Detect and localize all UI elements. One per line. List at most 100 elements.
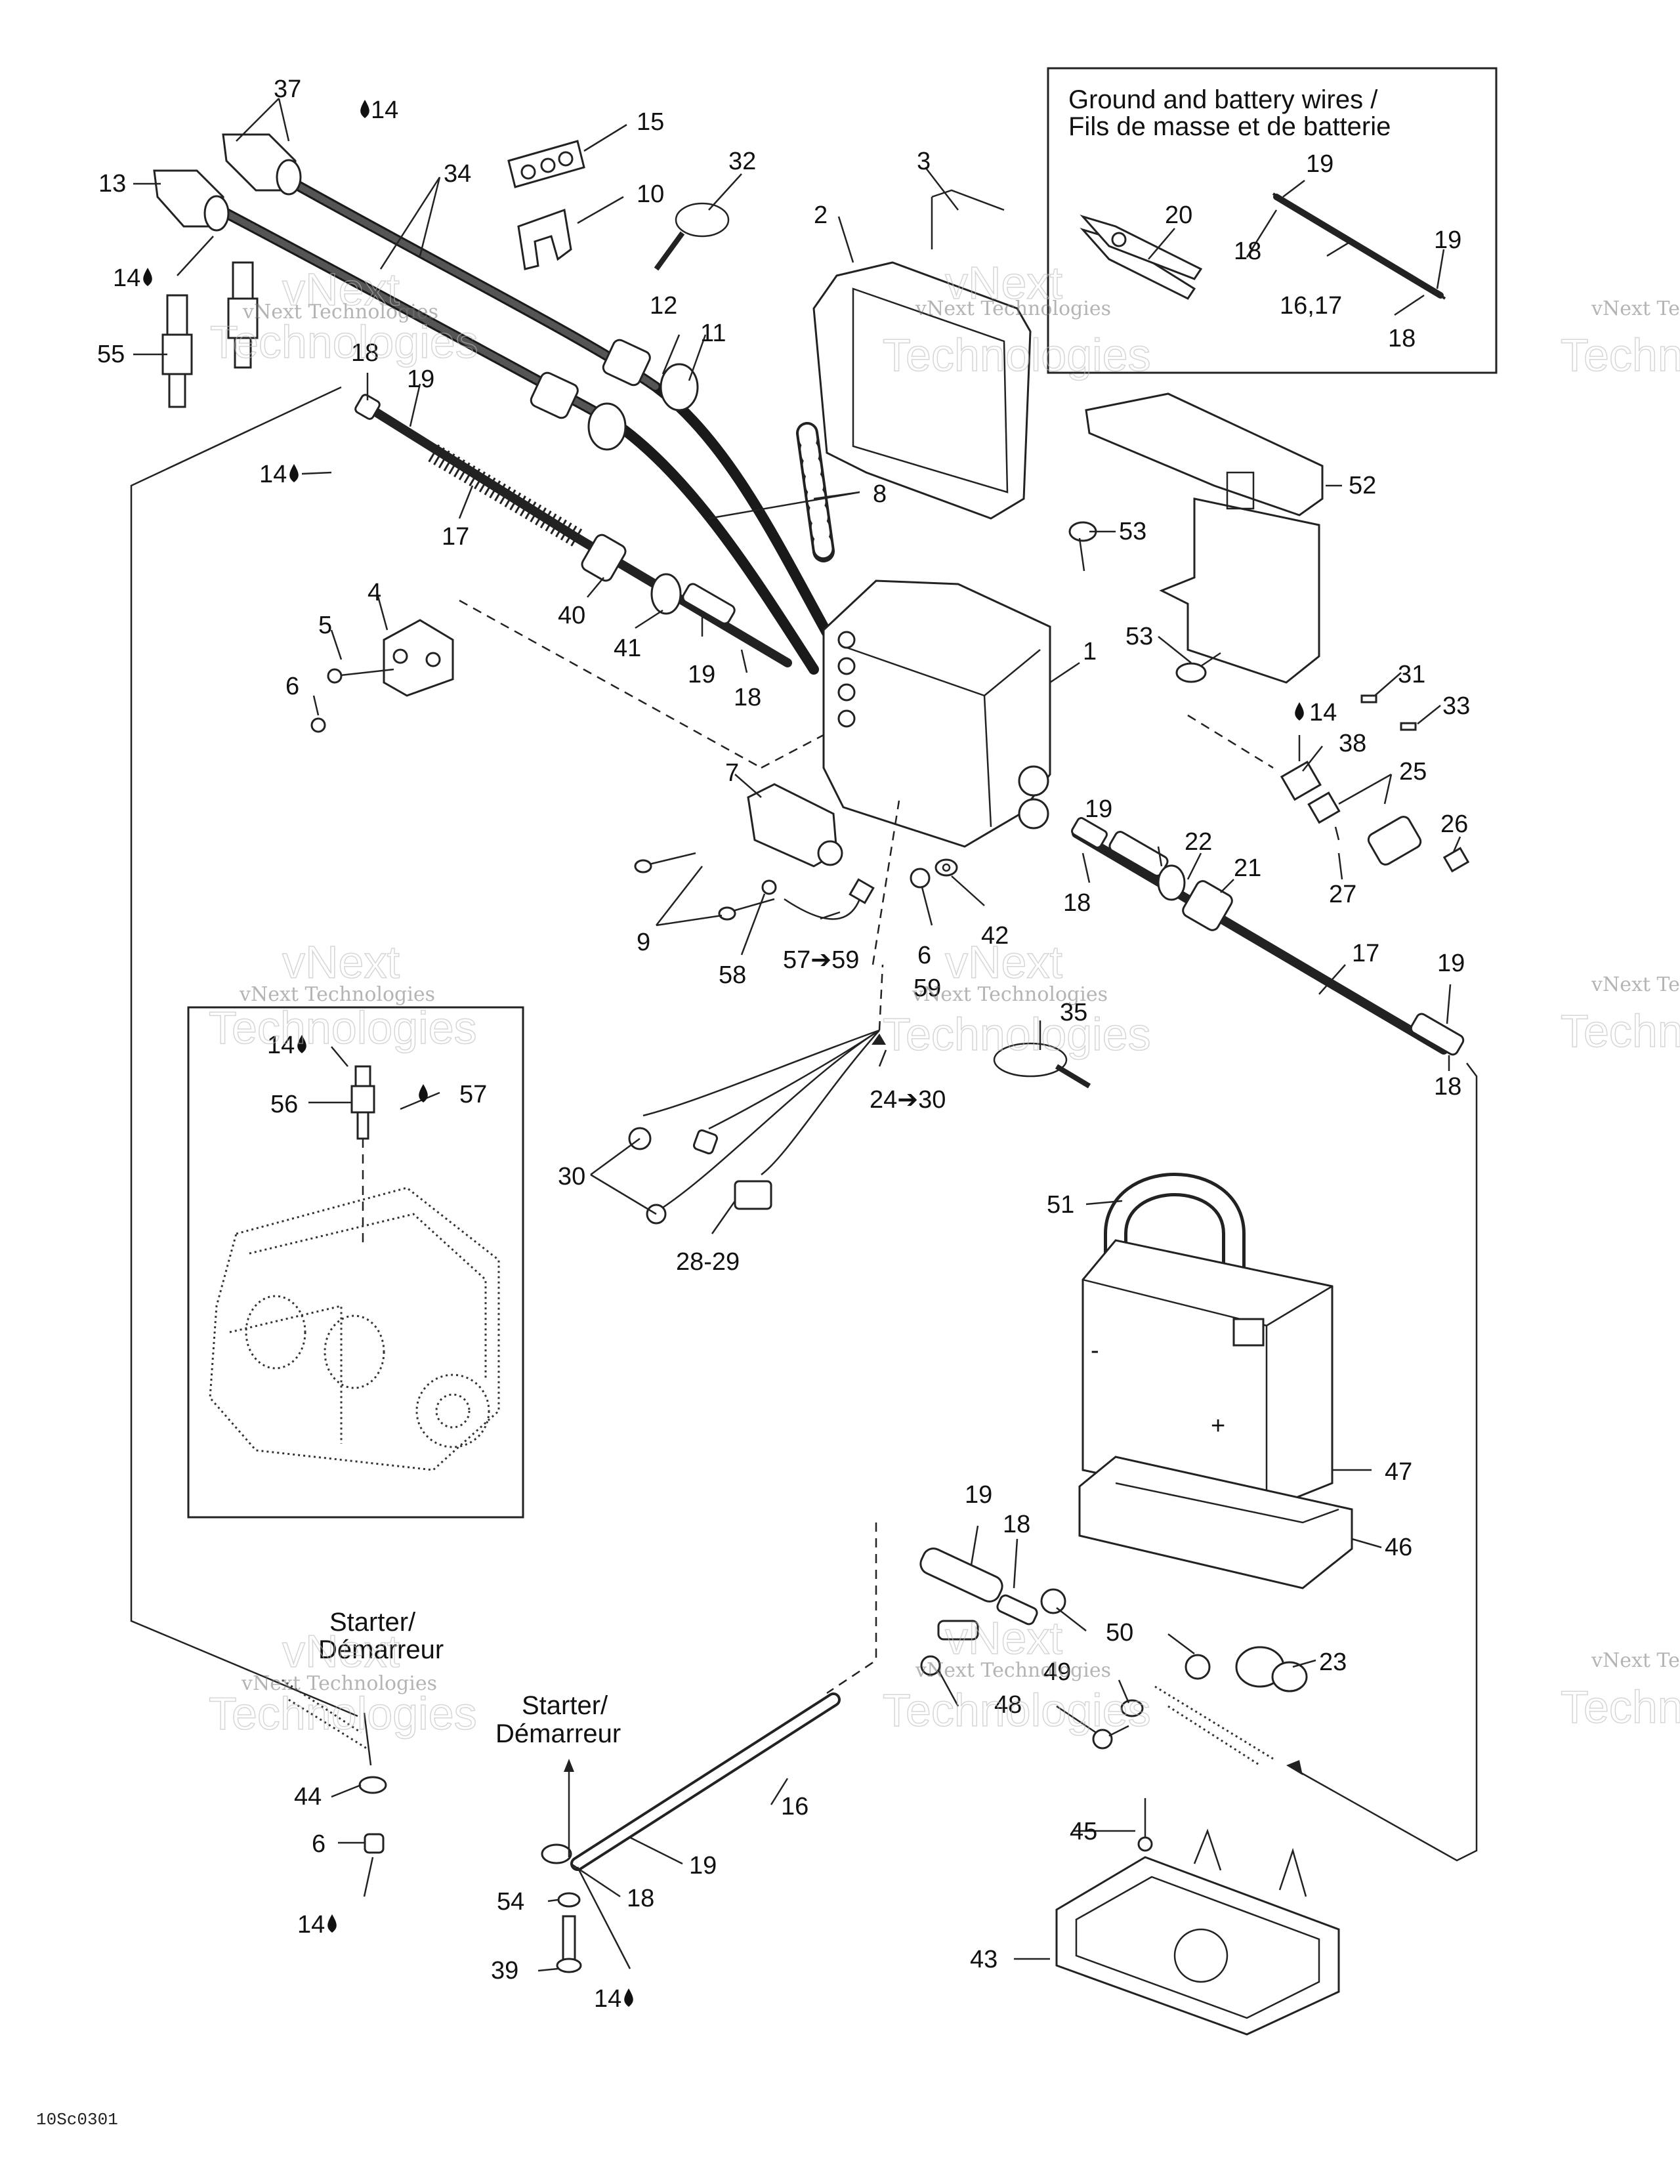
washer-58 xyxy=(761,879,777,895)
callout-19: 19 xyxy=(407,366,434,393)
callout-5: 5 xyxy=(318,612,332,639)
watermark-big: Technologies xyxy=(883,1685,1151,1736)
callout-51: 51 xyxy=(1047,1191,1074,1219)
watermark-small: vNext Technologies xyxy=(242,301,438,324)
solenoid-4 xyxy=(383,619,454,697)
callout-50: 50 xyxy=(1106,1619,1133,1647)
callout-14: 14 xyxy=(594,1985,621,2013)
washer-42 xyxy=(934,858,958,877)
oil-drop-icon xyxy=(360,100,369,118)
dash-line-2 xyxy=(872,800,900,1031)
bolt-48b xyxy=(1092,1725,1129,1750)
sleeve-8 xyxy=(796,422,835,562)
callout-45: 45 xyxy=(1070,1818,1097,1845)
watermark-big2: vNext xyxy=(945,936,1062,988)
callout-19: 19 xyxy=(1437,950,1465,977)
callout-16-17: 16,17 xyxy=(1280,292,1342,320)
watermark-big: Technologies xyxy=(210,316,478,368)
starter-dotted-cable xyxy=(282,1679,368,1750)
nut-40 xyxy=(581,534,627,582)
engine-inset-box xyxy=(187,1006,524,1519)
callout-30: 30 xyxy=(558,1163,585,1190)
callout-23: 23 xyxy=(1319,1648,1347,1676)
callout-19: 19 xyxy=(1434,226,1461,254)
wire-57-59 xyxy=(784,878,875,920)
callout-53: 53 xyxy=(1125,623,1153,650)
relay-7 xyxy=(747,783,843,868)
callout-26: 26 xyxy=(1440,810,1468,838)
callout-49: 49 xyxy=(1043,1658,1071,1686)
lug-49 xyxy=(937,1620,979,1641)
watermark-edge: vNext Te xyxy=(1591,1649,1680,1672)
watermark-big2: vNext xyxy=(282,264,400,315)
bracket-3 xyxy=(931,189,1005,249)
oil-drop-icon xyxy=(419,1084,428,1102)
connector-25 xyxy=(1307,791,1422,866)
watermark-small: vNext Technologies xyxy=(239,983,435,1006)
nut-6-top xyxy=(310,717,326,733)
spark-plug-icon-2 xyxy=(227,261,259,369)
watermark-big: Technologies xyxy=(883,1009,1151,1060)
watermark-big: Technologies xyxy=(883,329,1151,381)
starter-label-left-2: Démarreur xyxy=(318,1635,444,1664)
callout-18: 18 xyxy=(1003,1511,1030,1538)
oil-drop-icon xyxy=(289,464,299,482)
bolt-48a xyxy=(920,1655,941,1676)
screw-53-top xyxy=(1068,521,1097,572)
cable-nut-12 xyxy=(602,339,651,387)
nut-6-bottom xyxy=(364,1833,385,1854)
callout-18: 18 xyxy=(1434,1073,1461,1101)
leader-lines xyxy=(133,98,1461,1972)
starter-cable-16 xyxy=(541,1692,841,1871)
watermark-big2: vNext xyxy=(945,257,1062,308)
callout-35: 35 xyxy=(1060,999,1087,1026)
callout-19: 19 xyxy=(689,1852,717,1880)
callout-3: 3 xyxy=(917,148,931,175)
seal-38 xyxy=(1280,761,1322,801)
engine-block xyxy=(209,1186,500,1471)
callout-38: 38 xyxy=(1339,730,1366,757)
washer-44 xyxy=(358,1776,387,1794)
screw-9 xyxy=(634,852,696,873)
callout-39: 39 xyxy=(491,1957,518,1984)
callout-44: 44 xyxy=(294,1783,322,1811)
callout-20: 20 xyxy=(1165,201,1192,229)
callout-47: 47 xyxy=(1385,1458,1412,1486)
watermark-big: Technologies xyxy=(209,1002,477,1053)
callout-2: 2 xyxy=(814,201,828,229)
figure-code: 10Sc0301 xyxy=(36,2110,118,2130)
callout-17: 17 xyxy=(442,523,469,551)
dash-line-4 xyxy=(826,1522,877,1694)
callout-31: 31 xyxy=(1398,661,1425,688)
callout-41: 41 xyxy=(614,635,641,662)
callout-14: 14 xyxy=(297,1911,325,1939)
screw-31 xyxy=(1360,694,1377,704)
callout-58: 58 xyxy=(719,961,746,989)
electrical-box-1 xyxy=(822,579,1051,848)
nut-50b xyxy=(1185,1654,1211,1680)
spark-plug-cap-left xyxy=(153,169,230,232)
watermark-small: vNext Technologies xyxy=(912,983,1108,1006)
oil-drop-icon xyxy=(1295,702,1304,721)
watermark-edge2: Techn xyxy=(1561,329,1680,381)
callout-32: 32 xyxy=(728,148,756,175)
screw-9b xyxy=(718,898,775,921)
tie-wrap-32-icon xyxy=(654,202,730,271)
battery-cable-end xyxy=(919,1547,1038,1626)
battery-tray-43 xyxy=(1055,1828,1340,2036)
watermark-small: vNext Technologies xyxy=(915,297,1111,320)
crimp-tool-icon xyxy=(1080,215,1203,300)
callout-28-29: 28-29 xyxy=(676,1248,740,1276)
lead-line-right xyxy=(1299,1062,1478,1862)
starter-label-mid-2: Démarreur xyxy=(495,1719,621,1748)
battery-plus: + xyxy=(1211,1412,1225,1440)
callout-14: 14 xyxy=(113,264,140,292)
arrowhead-harness xyxy=(872,1034,886,1045)
callout-43: 43 xyxy=(970,1946,998,1973)
nut-6-mid xyxy=(910,868,931,889)
callout-40: 40 xyxy=(558,602,585,629)
boot-41 xyxy=(650,573,736,625)
watermark-small: vNext Technologies xyxy=(915,1659,1111,1682)
cable-grommet-11 xyxy=(660,363,699,411)
